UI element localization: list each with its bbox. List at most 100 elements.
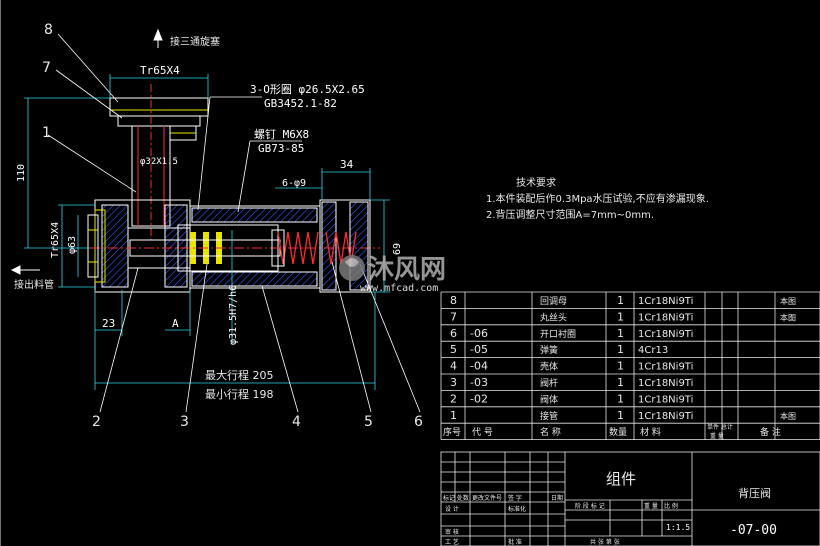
dim-34: 34 — [340, 158, 354, 171]
tb-drawing-no: -07-00 — [730, 523, 777, 538]
dimension-lines — [24, 74, 390, 390]
dim-110: 110 — [16, 164, 27, 182]
balloon-6: 6 — [414, 414, 423, 430]
bom-row-name: 丸丝头 — [540, 311, 567, 323]
bom-row-no: 1 — [450, 409, 457, 422]
technical-requirements: 技术要求 1.本件装配后作0.3Mpa水压试验,不应有渗漏现象. 2.背压调整尺… — [486, 176, 709, 221]
bom-row-code: -03 — [470, 376, 488, 389]
bom-row-code: -02 — [470, 392, 488, 405]
bom-row-name: 接管 — [540, 410, 558, 422]
stroke-min: 最小行程 198 — [205, 388, 274, 401]
tb-sheets: 共 张 第 张 — [590, 538, 620, 546]
bom-row-name: 开口衬圈 — [540, 328, 576, 340]
drawing-text: 接三通旋塞 接出料管 Tr65X4 Tr65X4 φ63 φ32X1.5 110… — [14, 35, 403, 401]
bom-row-no: 5 — [450, 343, 457, 356]
balloon-5: 5 — [364, 414, 373, 430]
bom-row-note: 本图 — [780, 296, 796, 306]
balloon-4: 4 — [292, 414, 301, 430]
bom-row-code: -06 — [470, 327, 488, 340]
tb-check: 审 核 — [445, 528, 459, 536]
bom-row-name: 壳体 — [540, 361, 558, 373]
dim-phi63: φ63 — [67, 236, 78, 254]
bom-row-qty: 1 — [617, 327, 624, 340]
bom-row-qty: 1 — [617, 294, 624, 307]
screw-std: GB73-85 — [258, 142, 304, 155]
tb-design: 设 计 — [445, 505, 459, 513]
bom-hdr-qty: 数量 — [609, 426, 627, 438]
balloon-8: 8 — [44, 22, 53, 38]
bom-row-no: 6 — [450, 327, 457, 340]
tb-approve: 批 准 — [508, 538, 522, 546]
tb-assembly: 组件 — [606, 470, 636, 488]
dim-phi32: φ32X1.5 — [140, 157, 178, 167]
bom-row-no: 3 — [450, 376, 457, 389]
bom-row-name: 阀杆 — [540, 377, 558, 389]
tb-hdr-weight: 重 量 — [644, 502, 658, 510]
tb-hdr-scale: 比 例 — [664, 502, 678, 510]
bom-hdr-note: 备 注 — [760, 426, 781, 438]
balloon-1: 1 — [42, 125, 51, 141]
bom-row-material: 1Cr18Ni9Ti — [638, 394, 693, 405]
balloon-7: 7 — [42, 60, 51, 76]
tb-hdr-stage: 阶 段 标 记 — [575, 502, 605, 510]
watermark-url: www.mfcad.com — [360, 283, 438, 294]
bom-row-material: 4Cr13 — [638, 345, 668, 356]
dim-tr65x4-side: Tr65X4 — [50, 222, 61, 258]
main-body — [94, 199, 191, 293]
annot-left: 接出料管 — [14, 278, 54, 291]
bom-row-qty: 1 — [617, 392, 624, 405]
watermark-brand: 沐风网 — [368, 255, 446, 285]
bom-row-material: 1Cr18Ni9Ti — [638, 362, 693, 373]
bom-hdr-code: 代 号 — [472, 427, 493, 438]
tb-process: 工 艺 — [445, 538, 459, 546]
screw-label: 螺钉 M6X8 — [254, 128, 309, 141]
bom-row-no: 2 — [450, 392, 457, 405]
tb-scale: 1:1.5 — [666, 523, 690, 532]
dim-phi31: φ31.5H7/h6 — [228, 285, 239, 345]
bom-row-qty: 1 — [617, 310, 624, 323]
leader-lines — [47, 33, 421, 413]
tb-standard: 标准化 — [508, 505, 526, 513]
flow-arrows — [10, 28, 163, 275]
tech-line-1: 1.本件装配后作0.3Mpa水压试验,不应有渗漏现象. — [486, 192, 709, 205]
left-flange — [87, 214, 99, 278]
bom-row-material: 1Cr18Ni9Ti — [638, 296, 693, 307]
watermark-leaf-icon — [345, 258, 359, 267]
bom-row-qty: 1 — [617, 343, 624, 356]
bom-hdr-unit: 单件 总计 — [707, 423, 733, 431]
tb-row-date: 日期 — [551, 494, 563, 502]
tech-line-2: 2.背压调整尺寸范围A=7mm~0mm. — [486, 208, 654, 221]
dim-69: 69 — [392, 243, 403, 255]
bom-row-code: -05 — [470, 343, 488, 356]
bom-hdr-weight: 重 量 — [710, 432, 724, 440]
bom-row-no: 8 — [450, 294, 457, 307]
bom-row-no: 4 — [450, 360, 457, 373]
bom-hdr-name: 名 称 — [540, 426, 561, 438]
stroke-max: 最大行程 205 — [205, 368, 274, 382]
bom-row-material: 1Cr18Ni9Ti — [638, 329, 693, 340]
dim-6phi9: 6-φ9 — [282, 178, 306, 189]
bom-row-qty: 1 — [617, 360, 624, 373]
bom-row-qty: 1 — [617, 409, 624, 422]
oring-label: 3-O形圈 φ26.5X2.65 — [250, 83, 365, 96]
vertical-tube — [131, 84, 171, 240]
bom-row-material: 1Cr18Ni9Ti — [638, 411, 693, 422]
bom-row-name: 回调母 — [540, 296, 567, 307]
bom-hdr-material: 材 料 — [640, 426, 661, 438]
bom-row-note: 本图 — [780, 312, 796, 322]
bom-row-qty: 1 — [617, 376, 624, 389]
balloon-numbers: 8 7 1 2 3 4 5 6 — [42, 22, 423, 430]
dim-tr65x4-top: Tr65X4 — [140, 64, 180, 77]
oring-std: GB3452.1-82 — [264, 97, 337, 110]
bom-row-name: 阀体 — [540, 393, 558, 405]
bom-row-code: -04 — [470, 360, 488, 373]
tb-part-name: 背压阀 — [738, 486, 771, 500]
bom-row-no: 7 — [450, 310, 457, 323]
watermark: 沐风网 www.mfcad.com — [339, 255, 446, 294]
dim-23: 23 — [102, 317, 115, 330]
bom-row-material: 1Cr18Ni9Ti — [638, 378, 693, 389]
tech-title: 技术要求 — [516, 176, 556, 189]
bom-row-note: 本图 — [780, 411, 796, 421]
valve-assembly — [87, 84, 380, 293]
